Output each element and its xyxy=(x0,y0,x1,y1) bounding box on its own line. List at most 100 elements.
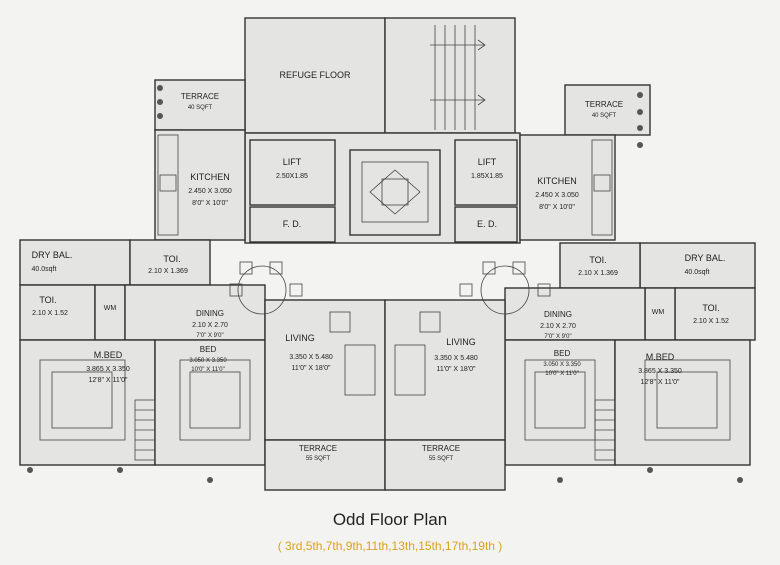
bed-furniture-master-left xyxy=(39,359,126,441)
bed-furniture-master-right xyxy=(644,359,731,441)
living-right-ft: 11'0" X 18'0" xyxy=(436,366,476,373)
toilet-left xyxy=(19,284,96,341)
wardrobe-hatch-right xyxy=(594,399,616,461)
toilet-left-label: TOI. xyxy=(39,295,56,305)
staircase xyxy=(384,17,516,134)
bed-left-ft: 10'0" X 11'0" xyxy=(191,367,224,373)
plan-title: Odd Floor Plan xyxy=(332,510,448,529)
dining-left-ft: 7'0" X 9'0" xyxy=(196,333,223,339)
electric-duct-label: E. D. xyxy=(477,219,497,229)
terrace-bottom-left-area: 55 SQFT xyxy=(306,456,331,462)
living-left-ft: 11'0" X 18'0" xyxy=(291,365,331,372)
terrace-bottom-left-label: TERRACE xyxy=(299,444,337,453)
electric-duct xyxy=(454,206,518,243)
kitchen-right-label: KITCHEN xyxy=(537,176,577,186)
bed-right xyxy=(504,339,616,466)
terrace-bottom-right-area: 55 SQFT xyxy=(429,456,454,462)
lift-left-label: LIFT xyxy=(283,157,302,167)
toilet-small-right-m: 2.10 X 1.369 xyxy=(578,270,618,277)
shaft-square xyxy=(381,178,409,206)
living-left-m: 3.350 X 5.480 xyxy=(289,354,333,361)
dining-table-left xyxy=(229,261,303,315)
refuge-floor-label: REFUGE FLOOR xyxy=(279,70,351,80)
kitchen-left-label: KITCHEN xyxy=(190,172,230,182)
dry-balcony-left-label: DRY BAL. xyxy=(32,250,73,260)
living-right xyxy=(384,299,506,441)
bed-right-ft: 10'0" X 11'0" xyxy=(545,371,578,377)
shaft-inner xyxy=(361,161,429,223)
dry-balcony-right-label: DRY BAL. xyxy=(685,253,726,263)
dining-right-ft: 7'0" X 9'0" xyxy=(544,334,571,340)
dining-right-label: DINING xyxy=(544,310,572,319)
kitchen-right xyxy=(519,134,616,241)
bed-right-m: 3.050 X 3.350 xyxy=(543,362,581,368)
shaft-diamond xyxy=(369,169,421,215)
dining-right-m: 2.10 X 2.70 xyxy=(540,323,576,330)
bed-right-label: BED xyxy=(554,349,571,358)
toilet-small-left-m: 2.10 X 1.369 xyxy=(148,268,188,275)
sofa-left xyxy=(329,311,376,396)
lift-left xyxy=(249,139,336,206)
living-right-label: LIVING xyxy=(446,337,476,347)
planter-dots xyxy=(27,85,743,483)
kitchen-right-m: 2.450 X 3.050 xyxy=(535,192,579,199)
lift-right-label: LIFT xyxy=(478,157,497,167)
dry-balcony-left-area: 40.0sqft xyxy=(32,266,57,273)
kitchen-right-ft: 8'0" X 10'0" xyxy=(539,204,575,211)
terrace-top-right-area: 40 SQFT xyxy=(592,113,617,119)
master-bed-left-m: 3.865 X 3.350 xyxy=(86,366,130,373)
wm-right xyxy=(644,287,676,341)
toilet-small-left xyxy=(129,239,211,286)
kitchen-left xyxy=(154,129,246,241)
toilet-left-m: 2.10 X 1.52 xyxy=(32,310,68,317)
master-bed-right-ft: 12'8" X 11'0" xyxy=(640,379,680,386)
toilet-right xyxy=(674,287,756,341)
master-bed-left-label: M.BED xyxy=(94,350,123,360)
toilet-right-label: TOI. xyxy=(702,303,719,313)
dry-balcony-right xyxy=(639,242,756,289)
terrace-bottom-right xyxy=(384,439,506,491)
dry-balcony-right-area: 40.0sqft xyxy=(685,269,710,276)
refuge-floor-room xyxy=(244,17,386,134)
dining-left xyxy=(124,284,266,341)
fire-duct-label: F. D. xyxy=(283,219,302,229)
wm-right-label: WM xyxy=(652,309,665,316)
living-left-label: LIVING xyxy=(285,333,315,343)
toilet-small-left-label: TOI. xyxy=(163,254,180,264)
wardrobe-hatch-left xyxy=(134,399,156,461)
master-bed-left xyxy=(19,339,156,466)
wm-left xyxy=(94,284,126,341)
bed-left-label: BED xyxy=(200,345,217,354)
kitchen-left-ft: 8'0" X 10'0" xyxy=(192,200,228,207)
lift-right xyxy=(454,139,518,206)
shaft-center xyxy=(349,149,441,236)
toilet-small-right-label: TOI. xyxy=(589,255,606,265)
master-bed-left-ft: 12'8" X 11'0" xyxy=(88,377,128,384)
bed-furniture-left xyxy=(179,359,251,441)
toilet-small-right xyxy=(559,242,641,289)
dining-left-m: 2.10 X 2.70 xyxy=(192,322,228,329)
lift-left-size: 2.50X1.85 xyxy=(276,173,308,180)
master-bed-right xyxy=(614,339,751,466)
lift-right-size: 1.85X1.85 xyxy=(471,173,503,180)
dining-right xyxy=(504,287,646,341)
plan-subtitle: ( 3rd,5th,7th,9th,11th,13th,15th,17th,19… xyxy=(277,539,503,553)
terrace-top-right-label: TERRACE xyxy=(585,100,623,109)
master-bed-right-label: M.BED xyxy=(646,352,675,362)
terrace-top-right xyxy=(564,84,651,136)
floor-plan: REFUGE FLOOR LIFT 2.50X1.85 LIFT 1.85X1.… xyxy=(19,17,756,491)
dining-left-label: DINING xyxy=(196,309,224,318)
terrace-top-left xyxy=(154,79,246,131)
terrace-bottom-right-label: TERRACE xyxy=(422,444,460,453)
terrace-top-left-label: TERRACE xyxy=(181,92,219,101)
sofa-right xyxy=(394,311,441,396)
kitchen-counter-right xyxy=(591,139,613,236)
stair-treads xyxy=(430,25,486,130)
toilet-right-m: 2.10 X 1.52 xyxy=(693,318,729,325)
kitchen-counter-left xyxy=(157,134,179,236)
living-right-m: 3.350 X 5.480 xyxy=(434,355,478,362)
dining-table-right xyxy=(459,261,551,315)
dry-balcony-left xyxy=(19,239,131,286)
bed-left-m: 3.050 X 3.350 xyxy=(189,358,227,364)
master-bed-right-m: 3.865 X 3.350 xyxy=(638,368,682,375)
